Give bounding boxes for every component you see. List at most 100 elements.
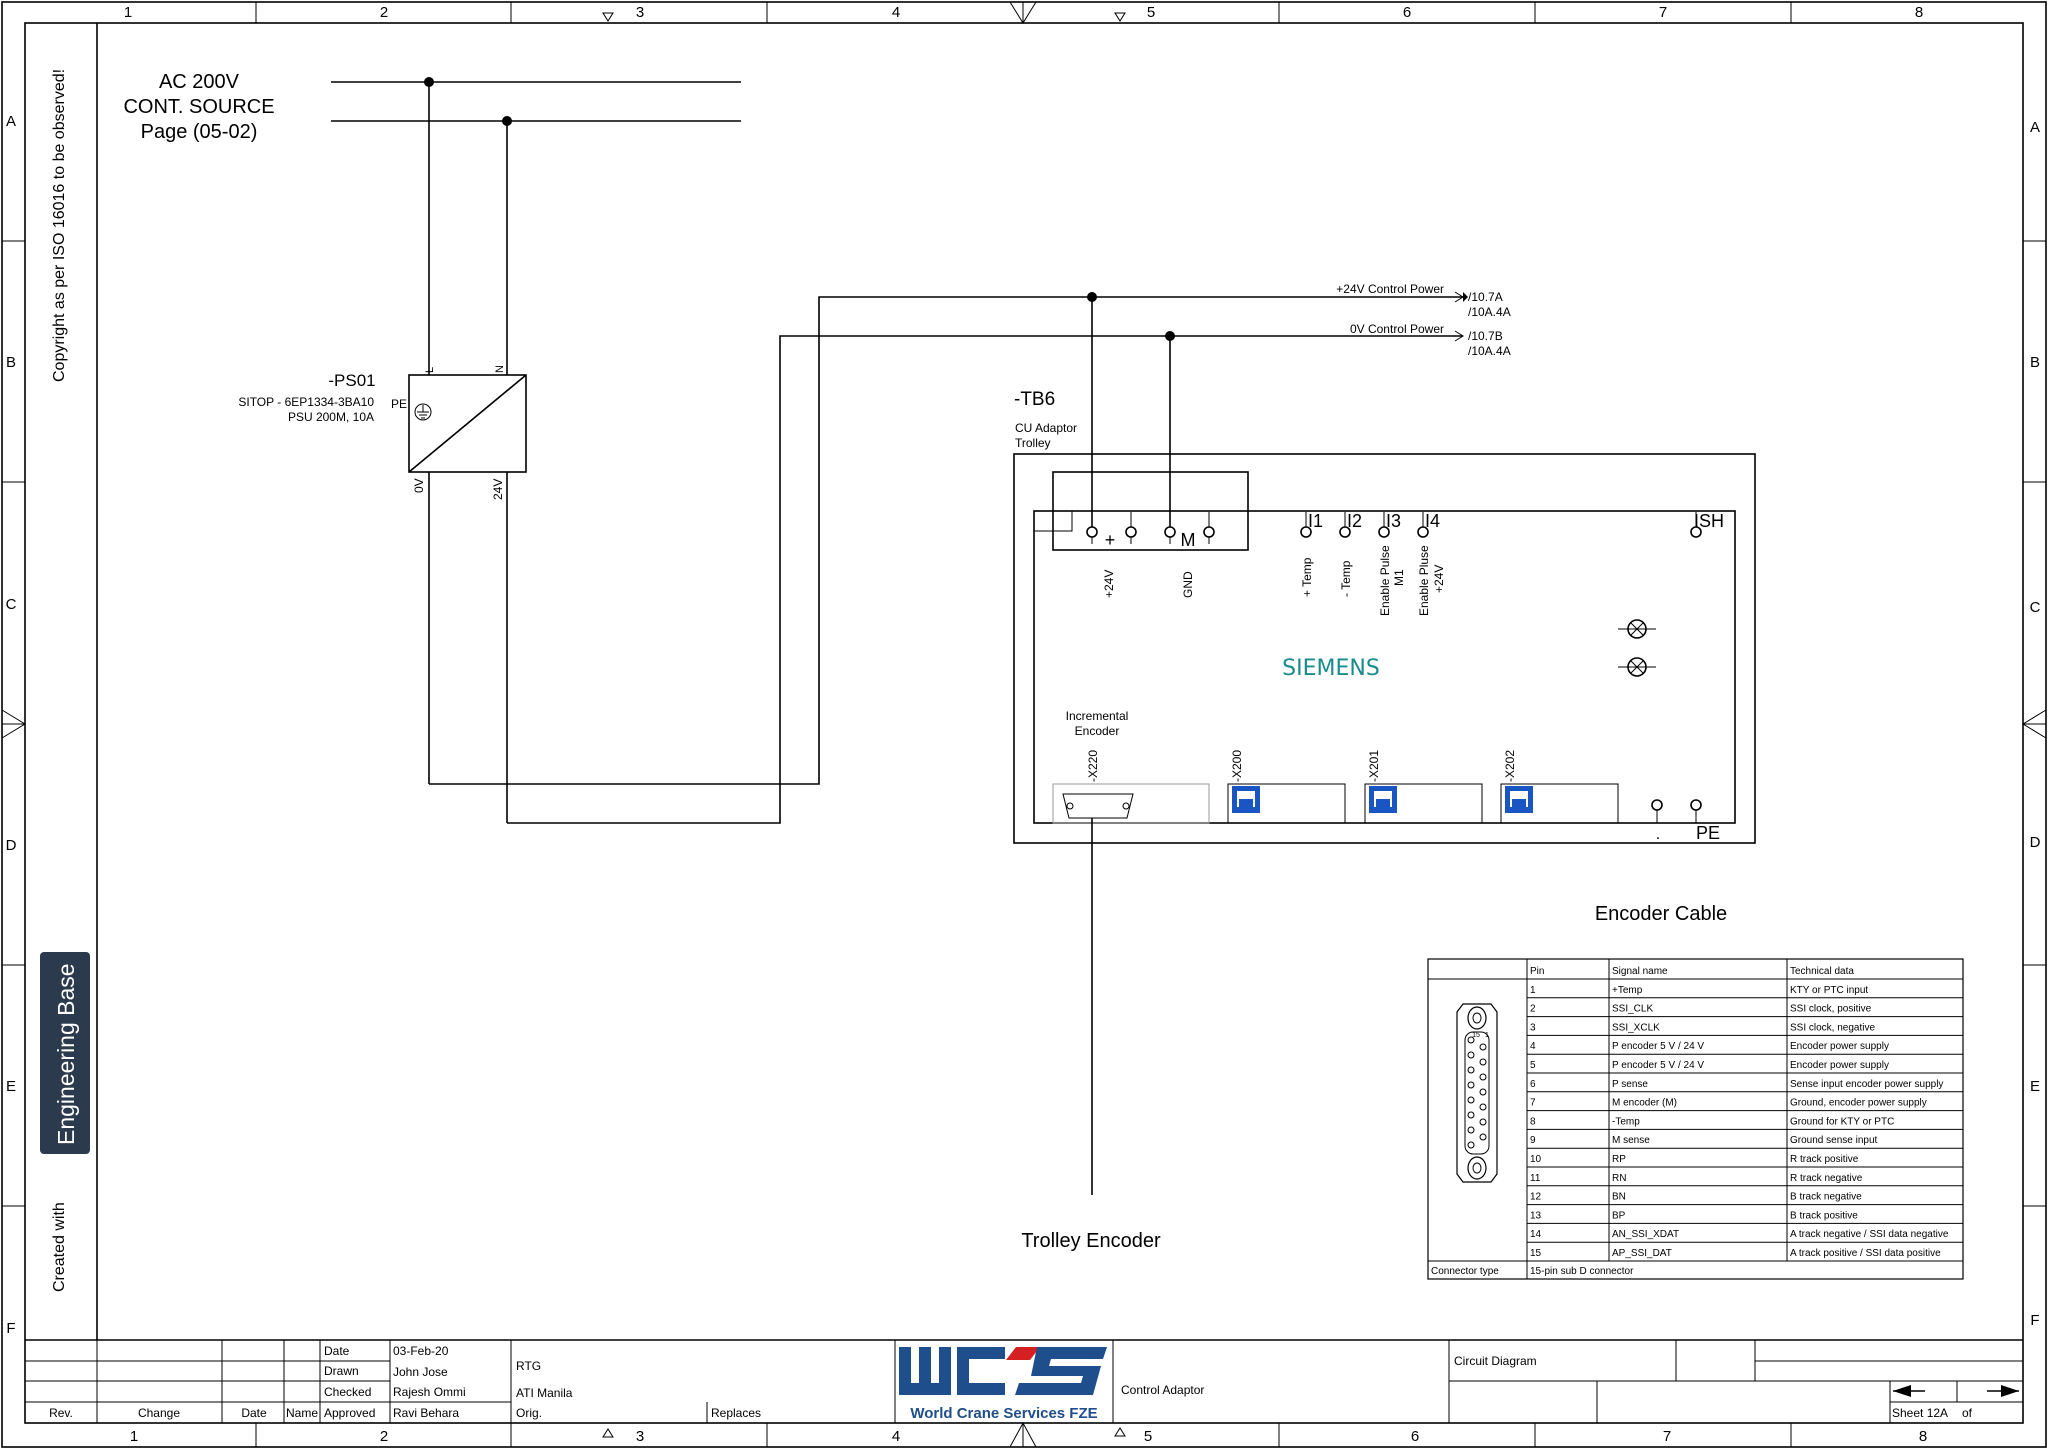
table-cell-technical: B track positive: [1790, 1210, 1858, 1221]
table-cell-technical: Ground sense input: [1790, 1135, 1878, 1146]
table-cell-pin: 8: [1530, 1116, 1536, 1127]
connector-pin: [1479, 1118, 1487, 1126]
mounting-hole-icon: [1467, 1006, 1487, 1030]
replaces-label: Replaces: [711, 1406, 761, 1420]
port-x202: [1500, 783, 1619, 824]
row-letter: E: [2030, 1078, 2040, 1095]
pin-i4: I4: [1425, 511, 1440, 531]
drawn-value: John Jose: [393, 1365, 448, 1379]
table-cell-signal: RN: [1612, 1173, 1626, 1184]
sub-d-connector-icon: [1062, 793, 1134, 819]
connector-type-value: 15-pin sub D connector: [1530, 1266, 1634, 1277]
wire-plus24: [429, 296, 1463, 785]
table-cell-technical: A track negative / SSI data negative: [1790, 1229, 1949, 1240]
mounting-hole-icon: [1472, 1012, 1482, 1024]
plus-symbol: +: [1105, 530, 1116, 550]
table-cell-technical: Ground for KTY or PTC: [1790, 1116, 1894, 1127]
table-cell-technical: A track positive / SSI data positive: [1790, 1248, 1941, 1259]
rev-header: Rev.: [49, 1406, 73, 1420]
table-header: Technical data: [1790, 966, 1854, 977]
table-cell-signal: -Temp: [1612, 1116, 1640, 1127]
table-cell-pin: 5: [1530, 1060, 1536, 1071]
m-symbol: M: [1181, 530, 1196, 550]
sheet-number: Sheet 12A: [1892, 1406, 1948, 1420]
terminal-label: - Temp: [1339, 560, 1353, 597]
psu-out-0v: 0V: [412, 478, 426, 493]
table-cell-technical: SSI clock, positive: [1790, 1004, 1872, 1015]
port-x200: [1227, 783, 1346, 824]
table-cell-technical: Ground, encoder power supply: [1790, 1098, 1927, 1109]
table-cell-signal: P encoder 5 V / 24 V: [1612, 1041, 1704, 1052]
table-cell-signal: M sense: [1612, 1135, 1650, 1146]
incremental-line-2: Encoder: [1075, 724, 1120, 738]
cu-outer-box: [1013, 453, 1756, 844]
connector-pin: [1467, 1081, 1475, 1089]
port-label: -X200: [1230, 750, 1244, 782]
connector-pin: [1467, 1036, 1475, 1044]
mounting-hole-icon: [1467, 1156, 1487, 1180]
column-numbers-bottom: 1 2 3 4 5 6 7 8: [130, 1428, 1927, 1445]
company-logo: World Crane Services FZE: [897, 1342, 1111, 1422]
drawn-label: Drawn: [324, 1364, 359, 1378]
connector-pin: [1467, 1066, 1475, 1074]
wire-0v: [507, 335, 1463, 824]
change-header: Change: [138, 1406, 180, 1420]
table-cell-pin: 6: [1530, 1079, 1536, 1090]
table-cell-pin: 15: [1530, 1248, 1542, 1259]
pe-dot-label: .: [1656, 826, 1660, 843]
encoder-cable-title: Encoder Cable: [1595, 903, 1727, 925]
title-block: Rev. Change Date Name Date 03-Feb-20 Dra…: [25, 1339, 2023, 1423]
ground-icon: [414, 403, 432, 421]
column-number: 6: [1411, 1428, 1419, 1445]
row-letters-right: A B C D E F: [2030, 119, 2041, 1329]
connector-pin-label: 1: [1485, 1032, 1489, 1039]
table-cell-signal: P sense: [1612, 1079, 1648, 1090]
port-label: -X202: [1503, 750, 1517, 782]
terminal-block: [1052, 471, 1249, 551]
port-label: -X220: [1086, 750, 1100, 782]
row-letters-left: A B C D E F: [6, 113, 17, 1337]
project-name: RTG: [516, 1359, 541, 1373]
terminal-label: +24V: [1102, 570, 1116, 598]
connector-type-label: Connector type: [1431, 1266, 1499, 1277]
column-numbers-top: 1 2 3 4 5 6 7 8: [124, 4, 1923, 21]
pin-i3: I3: [1386, 511, 1401, 531]
connector-pin: [1467, 1096, 1475, 1104]
checked-label: Checked: [324, 1385, 371, 1399]
prev-sheet-icon[interactable]: [1893, 1385, 1925, 1397]
table-cell-technical: B track negative: [1790, 1192, 1862, 1203]
date-label: Date: [324, 1344, 350, 1358]
cu-name-1: CU Adaptor: [1015, 421, 1077, 435]
terminal-label: Enable Pulse: [1378, 545, 1392, 616]
port-label: -X201: [1367, 750, 1381, 782]
pin-ish: ISH: [1694, 511, 1724, 531]
port-x220: [1052, 783, 1210, 1195]
table-cell-pin: 2: [1530, 1004, 1536, 1015]
source-line-2: CONT. SOURCE: [123, 96, 274, 118]
checked-value: Rajesh Ommi: [393, 1385, 466, 1399]
cu-tag: -TB6: [1014, 389, 1055, 410]
cu-adaptor-tb6: -TB6 CU Adaptor Trolley + M: [1013, 389, 1756, 1195]
table-cell-pin: 9: [1530, 1135, 1536, 1146]
column-number: 4: [892, 4, 900, 21]
table-cell-pin: 14: [1530, 1229, 1542, 1240]
connector-pin: [1467, 1111, 1475, 1119]
table-cell-signal: P encoder 5 V / 24 V: [1612, 1060, 1704, 1071]
source-line-1: AC 200V: [159, 71, 240, 93]
next-sheet-icon[interactable]: [1987, 1385, 2019, 1397]
row-letter: E: [6, 1078, 16, 1095]
connector-pin: [1467, 1126, 1475, 1134]
source-line-3: Page (05-02): [141, 121, 258, 143]
approved-label: Approved: [324, 1406, 375, 1420]
table-cell-technical: KTY or PTC input: [1790, 985, 1868, 996]
terminal-label: Enable Pluse: [1417, 545, 1431, 616]
column-number: 6: [1403, 4, 1411, 21]
connector-pin: [1479, 1103, 1487, 1111]
mounting-hole-icon: [1472, 1162, 1482, 1174]
ref-plus24-1: /10.7A: [1468, 290, 1503, 304]
trolley-encoder-label: Trolley Encoder: [1021, 1230, 1161, 1252]
terminal-label: +24V: [1432, 565, 1446, 593]
table-cell-technical: SSI clock, negative: [1790, 1022, 1875, 1033]
